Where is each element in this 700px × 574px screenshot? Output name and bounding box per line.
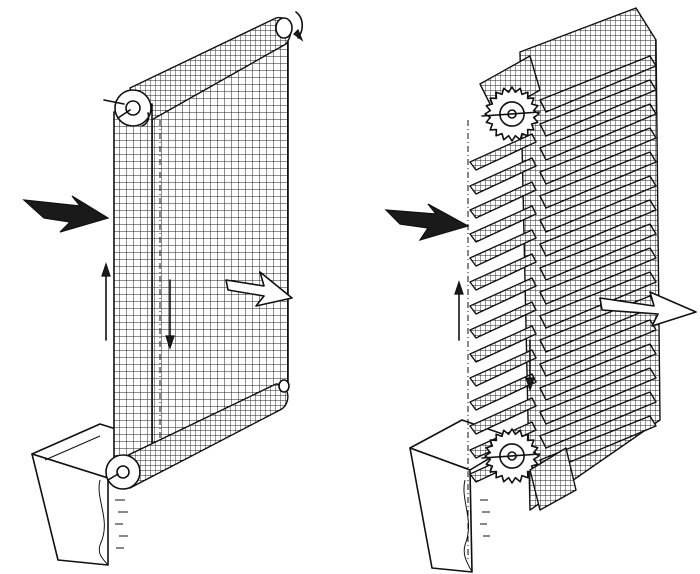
tray-plate [469, 181, 537, 219]
left-top-drum [103, 11, 304, 127]
right-bottom-sprocket [481, 428, 577, 511]
tray-screen-illustration [384, 7, 697, 573]
tray-plate [539, 151, 657, 209]
left-outflow-arrow-icon [225, 271, 293, 307]
tray-plate [469, 133, 537, 171]
right-down-arrow-icon [525, 339, 535, 392]
tray-plate [469, 325, 537, 363]
tray-plate [539, 55, 657, 113]
tray-plate [539, 343, 657, 401]
left-up-arrow-icon [101, 262, 111, 341]
tray-plate [469, 157, 537, 195]
tray-plate [469, 253, 537, 291]
right-up-arrow-icon [454, 280, 464, 341]
tray-plate [469, 397, 537, 435]
left-down-arrow-icon [165, 279, 175, 350]
tray-plate [539, 367, 657, 425]
tray-plate [539, 223, 657, 281]
tray-plate [539, 319, 657, 377]
tray-plate [469, 205, 537, 243]
right-outflow-arrow-icon [599, 291, 697, 327]
tray-plate [469, 229, 537, 267]
tray-plate [539, 127, 657, 185]
tray-plate [539, 199, 657, 257]
left-belt-front-face [113, 103, 153, 476]
tray-plate [539, 79, 657, 137]
tray-plate [539, 247, 657, 305]
tray-plate [469, 277, 537, 315]
right-top-sprocket [479, 55, 541, 142]
right-channel [409, 419, 521, 573]
sprocket-shaft [481, 453, 541, 459]
tray-plate [539, 175, 657, 233]
belt-screen-illustration [22, 11, 304, 566]
left-inflow-arrow-icon [22, 195, 110, 233]
tray-plate [469, 349, 537, 387]
right-tray-column-right [539, 55, 657, 473]
tray-plate [539, 103, 657, 161]
tray-plate [539, 391, 657, 449]
tray-plate [469, 373, 537, 411]
right-tray-column-left [469, 133, 537, 483]
left-bottom-drum [105, 379, 290, 490]
tray-plate [539, 271, 657, 329]
tray-plate [469, 301, 537, 339]
sprocket-shaft [481, 111, 541, 117]
right-inflow-arrow-icon [384, 203, 470, 242]
